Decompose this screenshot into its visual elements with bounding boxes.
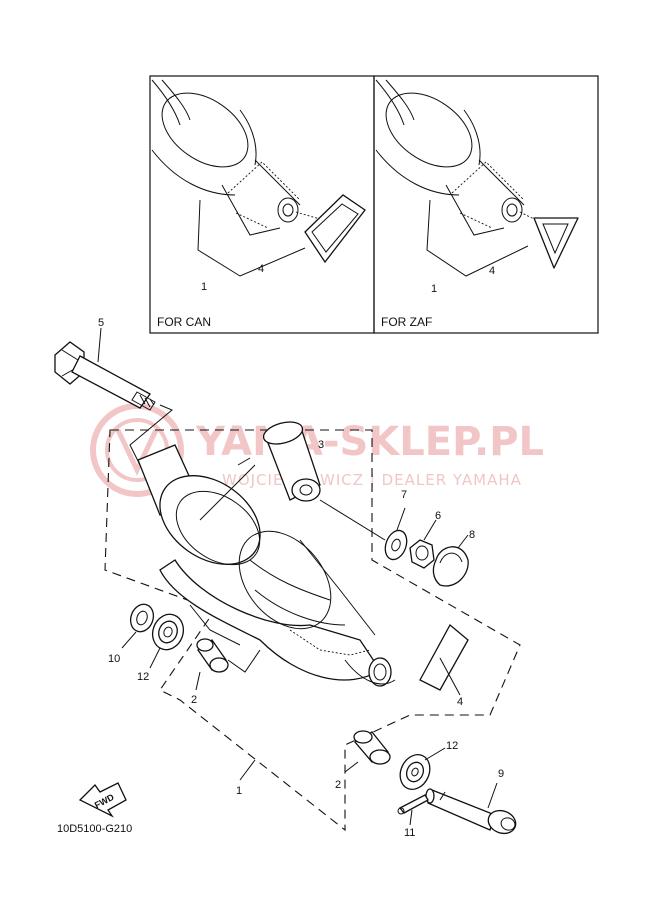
label-part-4 [419,623,469,696]
callout-6: 6 [435,510,441,522]
callout-1: 1 [236,785,242,797]
cotter-pin-part-11 [397,794,429,826]
collar-part-3 [199,421,386,541]
callout-12-right: 12 [446,740,458,752]
inset-can-caption: FOR CAN [157,315,211,329]
inset-zaf-label-1: 1 [431,283,437,295]
inset-can-label-4: 4 [258,263,264,275]
callout-7: 7 [401,489,407,501]
diagram-code: 10D5100-G210 [57,823,132,835]
inset-can-label-1: 1 [201,281,207,293]
callout-2-right: 2 [335,779,341,791]
cap-part-8 [432,534,469,587]
callout-4: 4 [457,696,463,708]
inset-zaf-caption: FOR ZAF [381,315,432,329]
leader-lines [97,327,256,781]
callout-11: 11 [404,827,415,839]
inset-zaf-shock-drawing [375,79,579,269]
callout-10: 10 [108,653,120,665]
inset-can-leader [197,199,306,277]
bolt-part-5 [54,341,173,466]
watermark: YAMA-SKLEP.PL WOJCIECHOWICZ | DEALER YAM… [90,403,544,497]
inset-box-can: 1 4 FOR CAN [149,75,375,334]
pin-part-9 [425,782,517,835]
callout-2-left: 2 [191,694,197,706]
collar-part-2-right [344,730,391,773]
inset-zaf-leader [426,199,529,277]
callout-5: 5 [98,317,104,329]
seal-part-12-left [149,613,185,669]
inset-can-shock-drawing [151,79,366,264]
callout-12-left: 12 [137,671,149,683]
callout-9: 9 [498,768,504,780]
collar-part-2-left [195,638,261,691]
callout-3: 3 [318,439,324,451]
shock-absorber-part-1 [137,444,396,687]
inset-zaf-label-4: 4 [489,265,495,277]
washer-part-7 [384,507,408,561]
nut-part-6 [409,519,437,569]
washer-part-10 [121,603,155,649]
forward-arrow-icon: FWD [78,782,127,818]
inset-box-zaf: 1 4 FOR ZAF [373,75,599,334]
watermark-title: YAMA-SKLEP.PL [195,419,544,465]
callout-8: 8 [469,529,475,541]
seal-part-12-right [399,747,446,791]
